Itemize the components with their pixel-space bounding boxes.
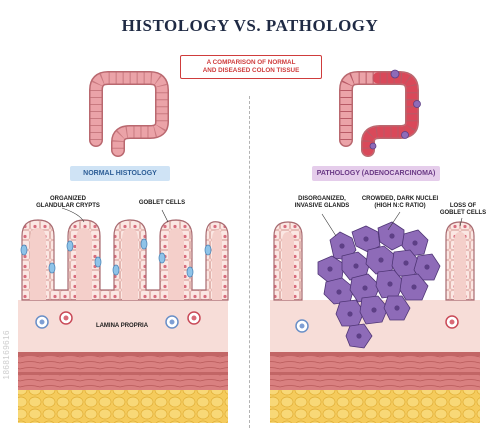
- diseased-colon-icon: [339, 69, 421, 157]
- goblet-cells: [20, 238, 212, 278]
- crypts-label-line-2: GLANDULAR CRYPTS: [36, 203, 100, 209]
- muscle-layer: [18, 352, 228, 390]
- goblet-loss-label: LOSS OF GOBLET CELLS: [434, 203, 492, 217]
- blood-vessels: [35, 311, 201, 329]
- crypts-label-line-1: ORGANIZED: [50, 196, 86, 202]
- invasive-label-line-1: DISORGANIZED,: [298, 196, 346, 202]
- normal-histology-banner: NORMAL HISTOLOGY: [70, 166, 170, 181]
- fat-layer: [18, 390, 228, 423]
- subtitle-box: A COMPARISON OF NORMAL AND DISEASED COLO…: [180, 55, 322, 79]
- normal-colon-icon: [89, 71, 169, 157]
- pathology-tissue: [270, 211, 480, 423]
- subtitle-line-1: A COMPARISON OF NORMAL: [206, 59, 296, 66]
- crypts-label: ORGANIZED GLANDULAR CRYPTS: [28, 196, 108, 210]
- muscle-layer-path: [270, 352, 480, 390]
- fat-layer-path: [270, 390, 480, 423]
- dark-nuclei-label: CROWDED, DARK NUCLEI (HIGH N:C RATIO): [360, 196, 440, 210]
- nuclei-label-line-2: (HIGH N:C RATIO): [374, 203, 426, 209]
- watermark: 1868169616: [2, 330, 11, 380]
- page-title: HISTOLOGY VS. PATHOLOGY: [121, 16, 379, 35]
- panel-divider: [249, 96, 250, 428]
- goblet-loss-line-2: GOBLET CELLS: [439, 210, 487, 216]
- normal-tissue: [18, 207, 229, 423]
- goblet-cells-label: GOBLET CELLS: [138, 200, 186, 206]
- lamina-propria-label: LAMINA PROPRIA: [95, 323, 149, 329]
- goblet-loss-line-1: LOSS OF: [449, 203, 477, 209]
- pathology-banner: PATHOLOGY (ADENOCARCINOMA): [312, 166, 440, 181]
- nuclei-label-line-1: CROWDED, DARK NUCLEI: [361, 196, 439, 202]
- lamina-propria: [18, 300, 228, 352]
- invasive-glands-label: DISORGANIZED, INVASIVE GLANDS: [286, 196, 358, 210]
- invasive-label-line-2: INVASIVE GLANDS: [294, 203, 350, 209]
- subtitle-line-2: AND DISEASED COLON TISSUE: [202, 67, 300, 74]
